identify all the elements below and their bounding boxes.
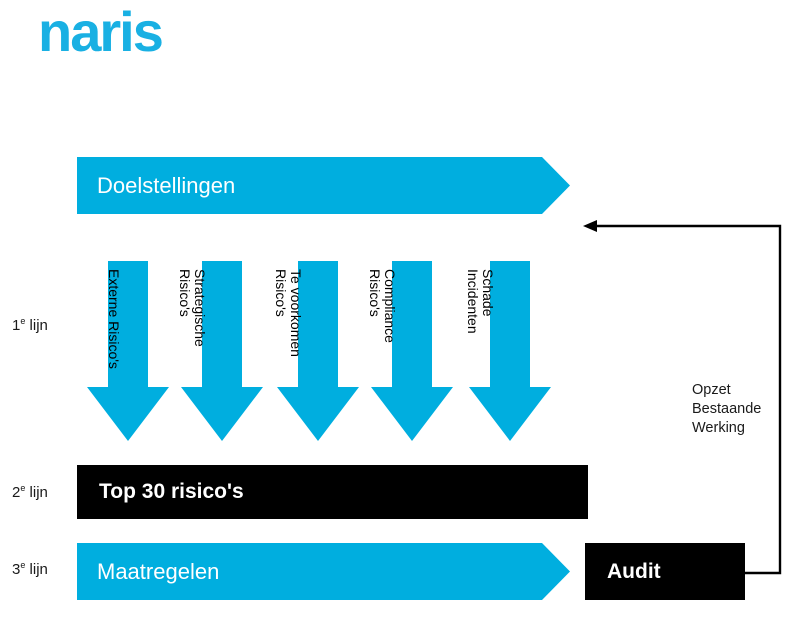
line-1-number: 1 — [12, 317, 21, 334]
risk-arrow-externe[interactable]: Externe Risico's — [87, 261, 169, 441]
risk-arrow-compliance[interactable]: Compliance Risico's — [367, 261, 453, 441]
risk-arrow-strategische[interactable]: Strategische Risico's — [177, 261, 263, 441]
line-2-number: 2 — [12, 484, 21, 501]
audit-scope-line-2: Bestaande — [692, 401, 762, 418]
line-3-number: 3 — [12, 561, 21, 578]
naris-logo: naris — [38, 0, 164, 63]
risk-arrow-te-voorkomen[interactable]: Te voorkomen Risico's — [273, 261, 359, 441]
risk-arrow-schade[interactable]: Schade Incidenten — [465, 261, 551, 441]
down-arrow-icon — [469, 261, 551, 441]
audit-scope-note: Opzet Bestaande Werking — [692, 381, 761, 438]
down-arrow-icon — [181, 261, 263, 441]
feedback-loop-arrowhead — [583, 220, 597, 232]
audit-scope-line-3: Werking — [692, 420, 745, 437]
measures-arrow[interactable]: Maatregelen — [77, 543, 570, 600]
audit-box-label: Audit — [607, 559, 661, 583]
line-2-ordinal: e — [20, 483, 26, 493]
measures-arrow-label: Maatregelen — [97, 558, 220, 584]
top30-bar-label: Top 30 risico's — [99, 480, 244, 503]
line-1-ordinal: e — [20, 316, 26, 326]
down-arrow-icon — [277, 261, 359, 441]
line-3-word: lijn — [29, 561, 48, 578]
top30-bar[interactable]: Top 30 risico's — [77, 465, 588, 519]
line-1-word: lijn — [29, 317, 48, 334]
down-arrow-icon — [87, 261, 169, 441]
audit-scope-line-1: Opzet — [692, 382, 731, 398]
label-line-3: 3e lijn — [12, 560, 48, 578]
line-3-ordinal: e — [20, 560, 26, 570]
objectives-arrow[interactable]: Doelstellingen — [77, 157, 570, 214]
down-arrow-icon — [371, 261, 453, 441]
label-line-1: 1e lijn — [12, 316, 48, 334]
objectives-arrow-label: Doelstellingen — [97, 172, 236, 198]
line-2-word: lijn — [29, 484, 48, 501]
audit-box[interactable]: Audit — [585, 543, 745, 600]
label-line-2: 2e lijn — [12, 483, 48, 501]
